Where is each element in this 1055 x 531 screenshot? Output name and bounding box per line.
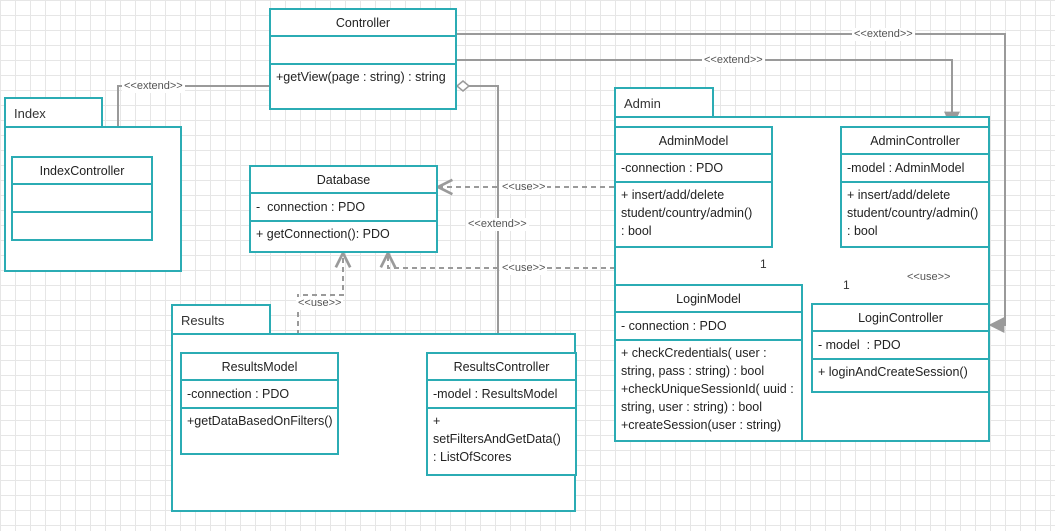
class-controller-name: Controller [271,10,455,37]
label-extend-login: <<extend>> [852,28,915,41]
package-results-tab[interactable]: Results [171,304,271,335]
operation: + insert/add/delete [847,188,951,202]
class-login-controller-attributes: - model : PDO [813,332,988,360]
class-results-controller-operations: + setFiltersAndGetData() : ListOfScores [428,409,575,474]
class-login-model-operations: + checkCredentials( user : string, pass … [616,341,801,440]
operation: student/country/admin() [847,206,979,220]
label-use-loginmodel: <<use>> [500,262,548,275]
label-use-adminmodel: <<use>> [500,181,548,194]
class-admin-controller-name: AdminController [842,128,988,155]
class-admin-model-operations: + insert/add/delete student/country/admi… [616,183,771,246]
class-login-model-name: LoginModel [616,286,801,313]
operation: + checkCredentials( user : [621,346,767,360]
label-extend-results: <<extend>> [466,218,529,231]
class-index-controller-operations [13,213,151,239]
label-use-admincontroller: <<use>> [905,271,953,284]
class-results-model-attributes: -connection : PDO [182,381,337,409]
operation: + [433,414,441,428]
class-login-controller[interactable]: LoginController - model : PDO + loginAnd… [811,303,990,393]
class-admin-controller-operations: + insert/add/delete student/country/admi… [842,183,988,246]
class-admin-model-attributes: -connection : PDO [616,155,771,183]
class-index-controller[interactable]: IndexController [11,156,153,241]
operation: + loginAndCreateSession() [818,365,968,379]
class-login-model-attributes: - connection : PDO [616,313,801,341]
class-index-controller-attributes [13,185,151,213]
class-database-operations: + getConnection(): PDO [251,222,436,251]
class-controller[interactable]: Controller +getView(page : string) : str… [269,8,457,110]
class-database-attributes: - connection : PDO [251,194,436,222]
class-index-controller-name: IndexController [13,158,151,185]
aggregation-diamond [455,80,471,92]
operation: string, user : string) : bool [621,400,763,414]
class-admin-model[interactable]: AdminModel -connection : PDO + insert/ad… [614,126,773,248]
operation: : ListOfScores [433,450,512,464]
operation: +getDataBasedOnFilters() [187,414,333,428]
edge-controller-results [469,85,506,355]
operation: + insert/add/delete [621,188,725,202]
operation: +checkUniqueSessionId( uuid : [621,382,794,396]
class-controller-operations: +getView(page : string) : string [271,65,455,108]
label-extend-admin: <<extend>> [702,54,765,67]
class-results-controller[interactable]: ResultsController -model : ResultsModel … [426,352,577,476]
class-results-controller-name: ResultsController [428,354,575,381]
operation: +getView(page : string) : string [276,70,446,84]
operation: : bool [847,224,878,238]
class-admin-controller[interactable]: AdminController -model : AdminModel + in… [840,126,990,248]
multiplicity-loginmodel: 1 [760,257,767,271]
edge-controller-login [457,33,1006,333]
class-database[interactable]: Database - connection : PDO + getConnect… [249,165,438,253]
class-results-model[interactable]: ResultsModel -connection : PDO +getDataB… [180,352,339,455]
operation: student/country/admin() [621,206,753,220]
class-controller-attributes [271,37,455,65]
operation: setFiltersAndGetData() [433,432,561,446]
label-extend-index: <<extend>> [122,80,185,93]
class-database-name: Database [251,167,436,194]
edge-controller-admin [457,59,960,128]
edge-resultsmodel-database [297,253,343,353]
multiplicity-logincontroller: 1 [843,278,850,292]
class-results-controller-attributes: -model : ResultsModel [428,381,575,409]
class-login-controller-name: LoginController [813,305,988,332]
package-index-tab[interactable]: Index [4,97,103,128]
class-results-model-name: ResultsModel [182,354,337,381]
operation: : bool [621,224,652,238]
label-use-resultsmodel: <<use>> [296,297,344,310]
package-admin-tab[interactable]: Admin [614,87,714,118]
operation: +createSession(user : string) [621,418,782,432]
operation: string, pass : string) : bool [621,364,765,378]
class-admin-controller-attributes: -model : AdminModel [842,155,988,183]
class-login-model[interactable]: LoginModel - connection : PDO + checkCre… [614,284,803,442]
class-login-controller-operations: + loginAndCreateSession() [813,360,988,391]
class-admin-model-name: AdminModel [616,128,771,155]
operation: + getConnection(): PDO [256,227,390,241]
class-results-model-operations: +getDataBasedOnFilters() [182,409,337,453]
